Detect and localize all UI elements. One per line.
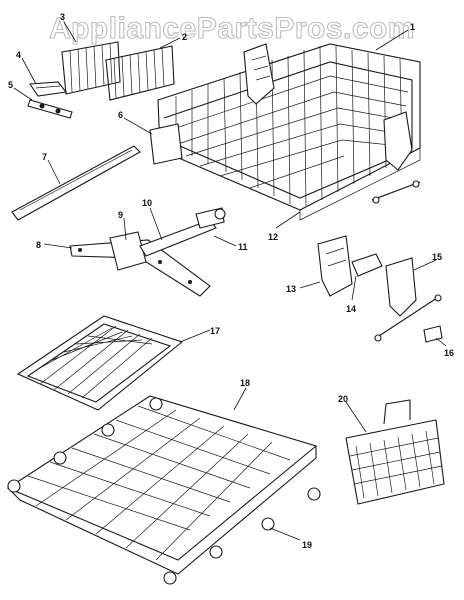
callout-part-19: 19: [302, 540, 312, 550]
callout-part-11: 11: [238, 242, 248, 252]
callout-part-15: 15: [432, 252, 442, 262]
rail-part-5: [27, 99, 73, 119]
bracket-part-13: [317, 235, 353, 297]
wheels-part-19: [7, 397, 321, 585]
feed-tube-part-11: [195, 207, 226, 229]
watermark-text: AppliancePartsPros.com: [49, 12, 415, 45]
callout-part-9: 9: [118, 210, 123, 220]
clip-part-4: [29, 81, 68, 97]
callout-part-5: 5: [8, 80, 13, 90]
upper-rack-part-1: [157, 43, 421, 221]
tine-row-part-2: [105, 45, 175, 101]
latch-part-14: [351, 253, 383, 277]
clip-part-16: [423, 325, 443, 343]
callout-part-2: 2: [182, 32, 187, 42]
callout-part-10: 10: [142, 198, 152, 208]
callout-part-18: 18: [240, 378, 250, 388]
callout-part-1: 1: [410, 22, 415, 32]
leader-lines: [13, 21, 447, 541]
callout-part-4: 4: [16, 50, 21, 60]
spray-arm-part-8: [69, 239, 211, 297]
callout-part-6: 6: [118, 110, 123, 120]
callout-part-16: 16: [444, 348, 454, 358]
silverware-basket-part-20: [345, 399, 445, 505]
rack-adjuster-right: [371, 111, 421, 204]
tray-part-17: [16, 315, 184, 411]
adjuster-part-15: [374, 257, 442, 342]
rail-part-7: [11, 145, 141, 221]
callout-labels: 3 2 1 4 5 6 7 8 9 10 11 12 13 14 15 16 1…: [8, 12, 454, 550]
callout-part-17: 17: [210, 326, 220, 336]
callout-part-12: 12: [268, 232, 278, 242]
callout-part-13: 13: [286, 284, 296, 294]
callout-1-part-3: 3: [60, 12, 65, 22]
callout-part-20: 20: [338, 394, 348, 404]
callout-part-7: 7: [42, 152, 47, 162]
conduit-part-10: [139, 219, 217, 257]
adjuster-part-6: [149, 123, 183, 165]
callout-part-8: 8: [36, 240, 41, 250]
manifold-part-9: [109, 231, 147, 271]
tine-row-part-3: [61, 41, 121, 95]
lower-rack-part-18: [6, 395, 318, 575]
callout-part-14: 14: [346, 304, 356, 314]
